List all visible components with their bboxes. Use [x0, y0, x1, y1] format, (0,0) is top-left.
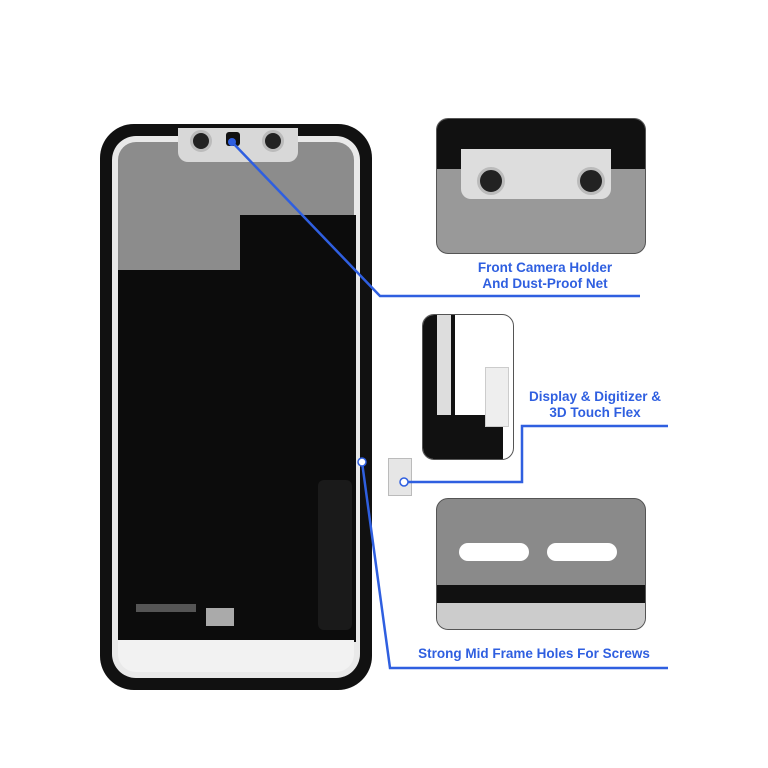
camera-label-line1: Front Camera Holder — [477, 260, 613, 275]
camera-inset-image — [436, 118, 646, 254]
flex-tab — [388, 458, 412, 496]
camera-label: Front Camera Holder And Dust-Proof Net — [440, 260, 650, 292]
camera-ring-icon — [190, 130, 212, 152]
flex-label-line2: 3D Touch Flex — [549, 405, 641, 420]
flex-cable — [318, 480, 352, 630]
shield-panel — [118, 270, 356, 642]
frame-callout-line — [360, 461, 668, 670]
flex-label-line1: Display & Digitizer & — [528, 389, 662, 404]
flex-label: Display & Digitizer & 3D Touch Flex — [512, 389, 678, 421]
connector — [136, 604, 196, 612]
camera-ring-icon — [262, 130, 284, 152]
connector — [206, 608, 234, 626]
frame-label: Strong Mid Frame Holes For Screws — [418, 646, 650, 661]
frame-holes-inset-image — [436, 498, 646, 630]
flex-inset-image — [422, 314, 514, 460]
camera-callout-line — [231, 141, 640, 298]
camera-label-line2: And Dust-Proof Net — [482, 276, 608, 291]
flex-callout-line — [404, 424, 668, 484]
bottom-frame — [118, 640, 354, 672]
